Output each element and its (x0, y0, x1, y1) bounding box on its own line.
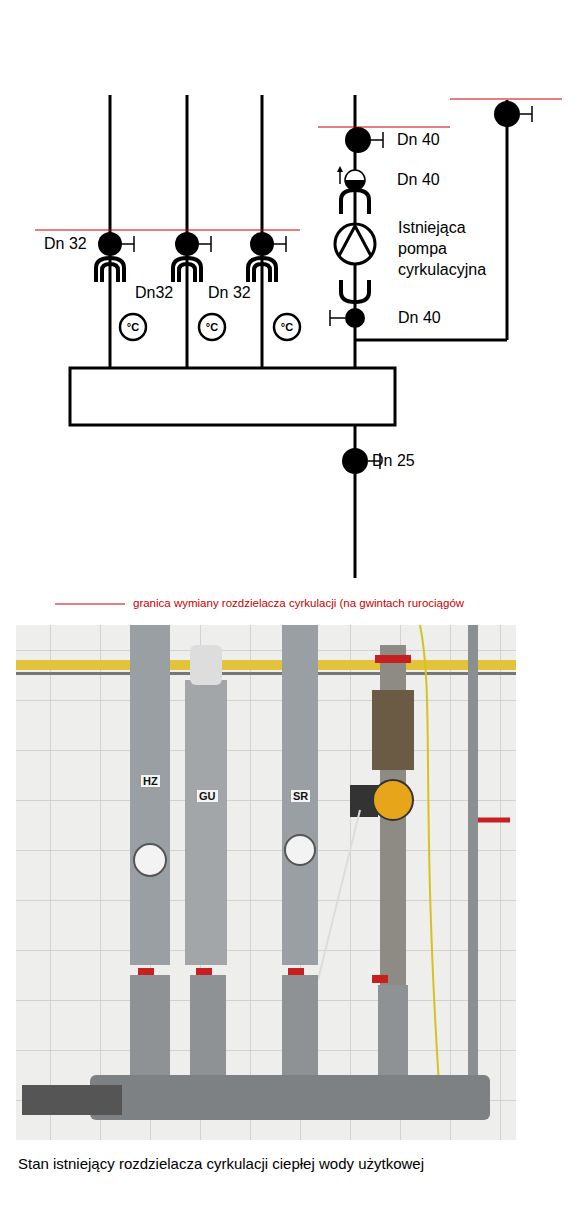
node-text: °C (118, 321, 148, 333)
node-text: °C (272, 321, 302, 333)
legend-text: granica wymiany rozdzielacza cyrkulacji … (133, 597, 464, 610)
dimension-label: Dn 32 (44, 235, 87, 253)
dimension-label: Dn 25 (372, 452, 415, 470)
dimension-label: Dn 40 (397, 171, 440, 189)
node-text: °C (197, 321, 227, 333)
dimension-label: Dn 32 (208, 284, 251, 302)
thermometer-symbol: °C (272, 312, 302, 342)
dimension-label: Dn 40 (397, 131, 440, 149)
pipe-tag: SR (291, 790, 310, 802)
component-label: Istniejąca pompa cyrkulacyjna (398, 218, 502, 280)
photo (16, 625, 516, 1140)
pipe-tag: GU (197, 790, 218, 802)
pipe-tag: HZ (141, 775, 160, 787)
dimension-label: Dn 40 (398, 309, 441, 327)
caption: Stan istniejący rozdzielacza cyrkulacji … (18, 1155, 424, 1172)
dimension-label: Dn32 (135, 284, 173, 302)
thermometer-symbol: °C (118, 312, 148, 342)
thermometer-symbol: °C (197, 312, 227, 342)
